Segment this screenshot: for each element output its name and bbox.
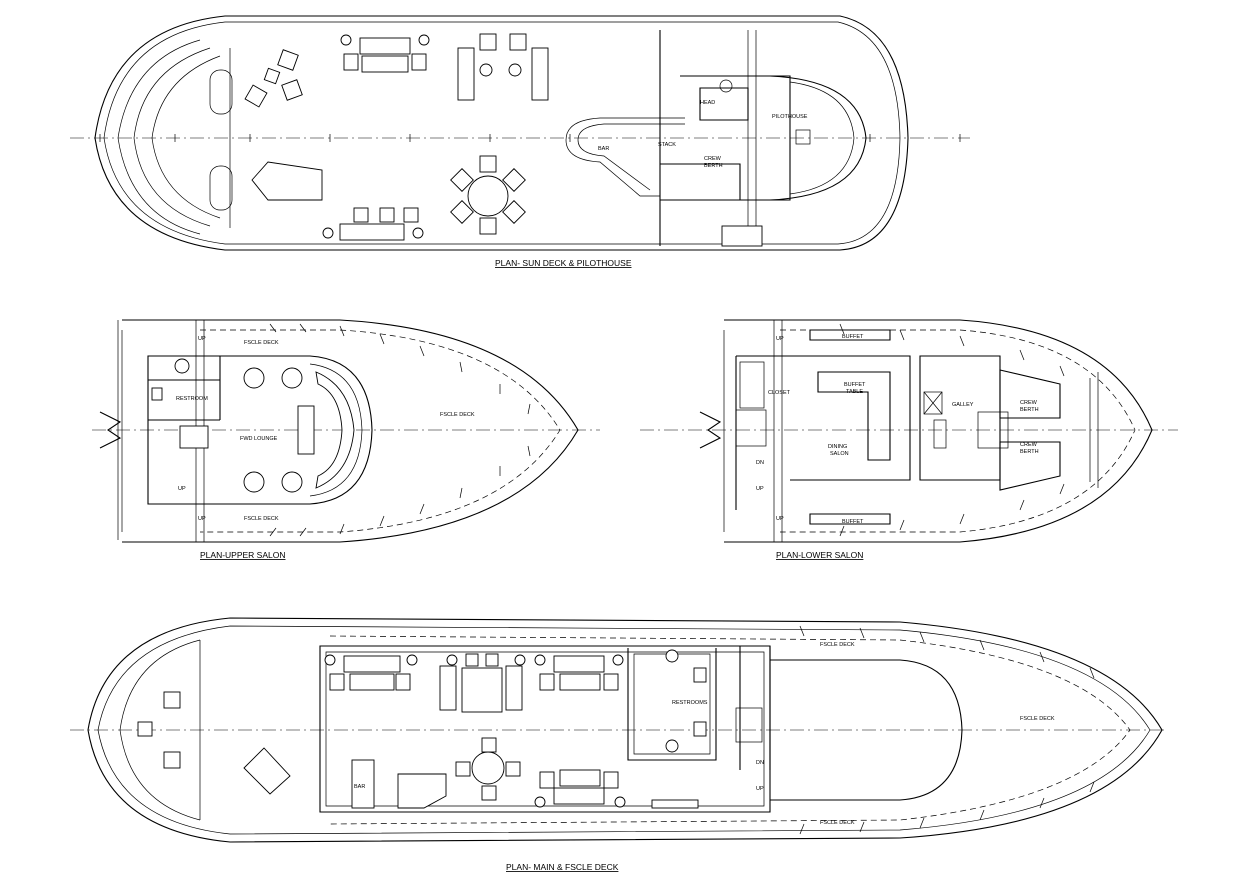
main-deck-title: PLAN- MAIN & FSCLE DECK xyxy=(506,862,619,872)
main-dn-label: DN xyxy=(756,760,764,766)
main-fscle-top: FSCLE DECK xyxy=(820,642,855,648)
main-deck-plan: FSCLE DECK FSCLE DECK FSCLE DECK RESTROO… xyxy=(70,617,1168,872)
crew-berth-2a: CREW xyxy=(1020,442,1038,448)
crew-berth-1a: CREW xyxy=(1020,400,1038,406)
galley-label: GALLEY xyxy=(952,402,974,408)
main-fscle-bottom: FSCLE DECK xyxy=(820,820,855,826)
pilothouse-label: PILOTHOUSE xyxy=(772,114,808,120)
upper-salon-title: PLAN-UPPER SALON xyxy=(200,550,286,560)
upper-fscle-mid: FSCLE DECK xyxy=(440,412,475,418)
up-top-label: UP xyxy=(198,336,206,342)
closet-label: CLOSET xyxy=(768,390,791,396)
main-up-label: UP xyxy=(756,786,764,792)
bar-label: BAR xyxy=(598,146,609,152)
lower-up-mid: UP xyxy=(756,486,764,492)
sun-deck-plan: HEAD PILOTHOUSE STACK BAR CREW BERTH PLA… xyxy=(70,15,970,268)
lower-dn: DN xyxy=(756,460,764,466)
buffet-table-label-2: TABLE xyxy=(846,389,863,395)
crew-berth-2b: BERTH xyxy=(1020,449,1039,455)
upper-fscle-bottom: FSCLE DECK xyxy=(244,516,279,522)
up-bottom-label: UP xyxy=(198,516,206,522)
dining-label-1: DINING xyxy=(828,444,847,450)
lower-salon-title: PLAN-LOWER SALON xyxy=(776,550,863,560)
fwd-lounge-label: FWD LOUNGE xyxy=(240,436,278,442)
buffet-table-label-1: BUFFET xyxy=(844,382,866,388)
dining-label-2: SALON xyxy=(830,451,849,457)
lower-up-bottom: UP xyxy=(776,516,784,522)
buffet-top-label: BUFFET xyxy=(842,334,864,340)
crew-label: CREW xyxy=(704,156,722,162)
lower-up-top: UP xyxy=(776,336,784,342)
crew-berth-1b: BERTH xyxy=(1020,407,1039,413)
restroom-label: RESTROOM xyxy=(176,396,208,402)
head-label: HEAD xyxy=(700,100,715,106)
berth-label: BERTH xyxy=(704,163,723,169)
buffet-bottom-label: BUFFET xyxy=(842,519,864,525)
lower-salon-plan: BUFFET BUFFET BUFFET TABLE CLOSET DINING… xyxy=(640,319,1178,560)
upper-fscle-top: FSCLE DECK xyxy=(244,340,279,346)
main-bar-label: BAR xyxy=(354,784,365,790)
upper-salon-plan: FSCLE DECK FSCLE DECK FSCLE DECK RESTROO… xyxy=(92,319,600,560)
sun-deck-title: PLAN- SUN DECK & PILOTHOUSE xyxy=(495,258,632,268)
up-mid-label: UP xyxy=(178,486,186,492)
restrooms-label: RESTROOMS xyxy=(672,700,708,706)
stack-label: STACK xyxy=(658,142,676,148)
main-fscle-mid: FSCLE DECK xyxy=(1020,716,1055,722)
